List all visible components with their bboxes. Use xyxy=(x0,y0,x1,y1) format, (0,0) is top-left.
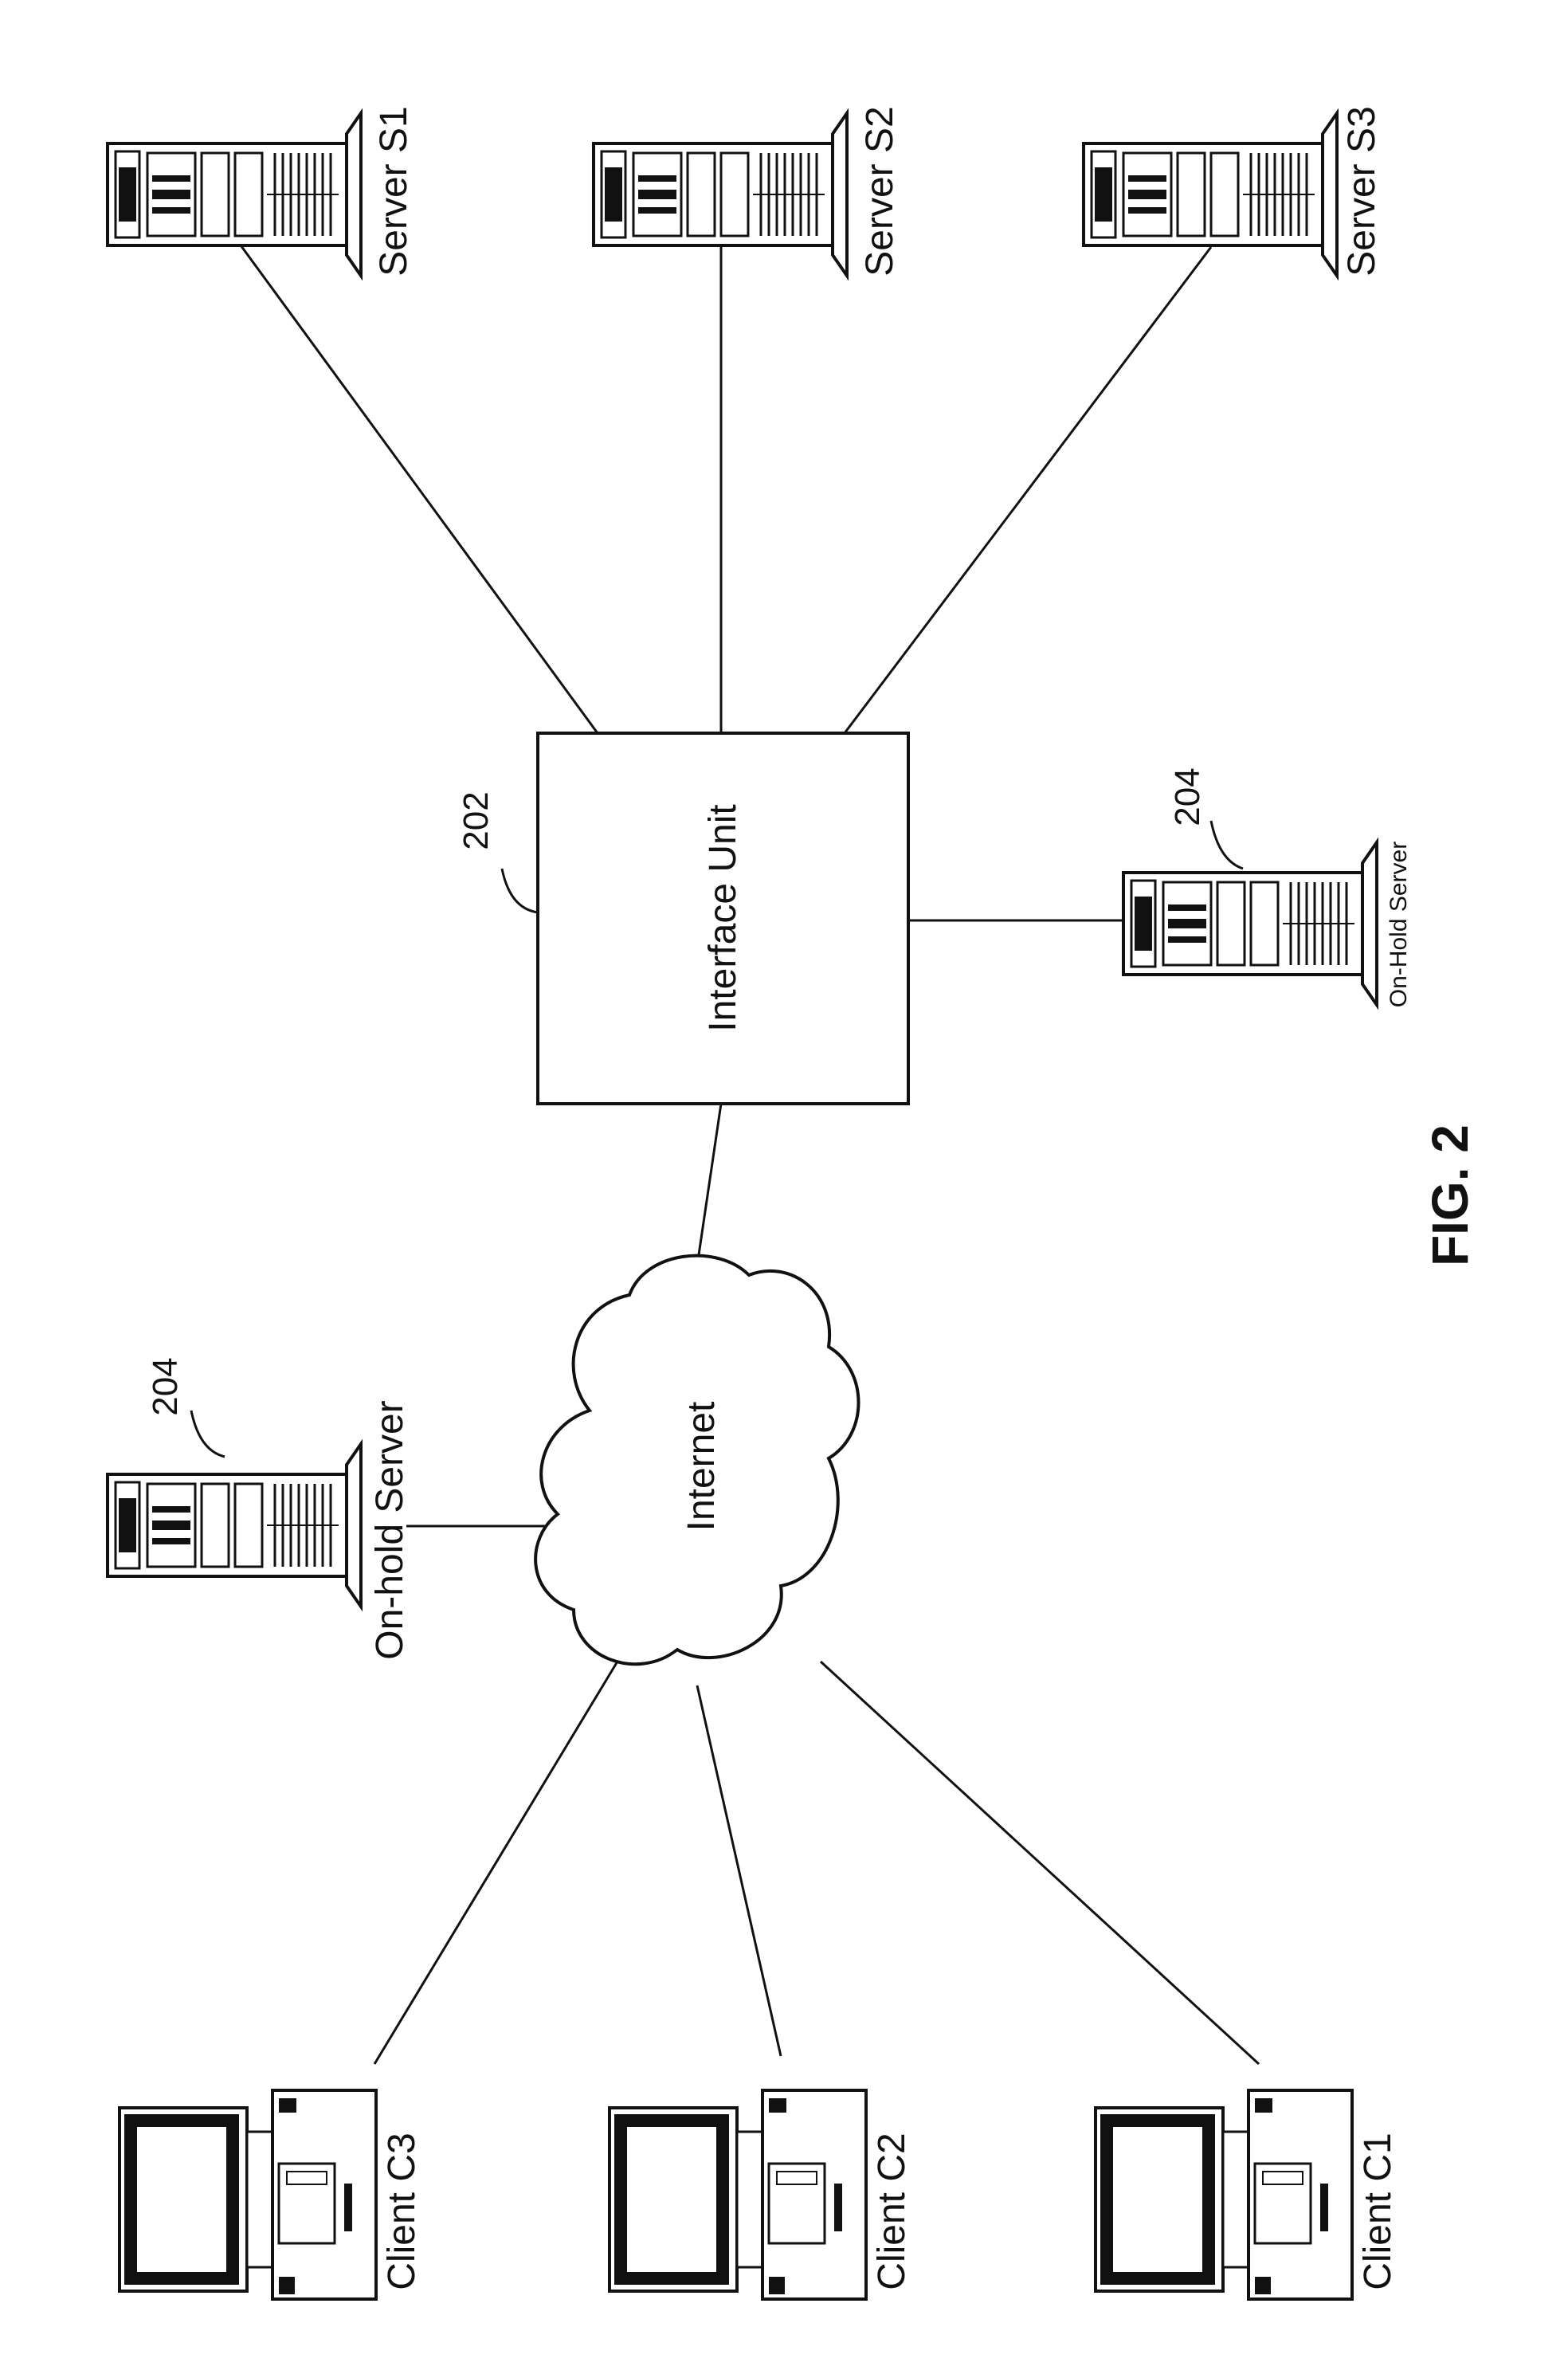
server-icon xyxy=(1123,842,1377,1005)
onhold-server-right: On-Hold Server 204 xyxy=(1123,767,1412,1007)
onhold-server-left-ref-leader xyxy=(191,1411,225,1457)
onhold-server-right-ref: 204 xyxy=(1168,767,1207,826)
computer-icon xyxy=(120,2090,376,2299)
interface-unit-ref: 202 xyxy=(457,791,496,850)
onhold-server-left: On-hold Server 204 xyxy=(108,1357,411,1659)
server-s2-label: Server S2 xyxy=(859,106,901,276)
client-c3-label: Client C3 xyxy=(381,2133,423,2290)
server-s1: Server S1 xyxy=(108,106,415,276)
link-interface-s1 xyxy=(239,243,598,733)
link-internet-c2 xyxy=(697,1685,781,2056)
onhold-server-left-label: On-hold Server xyxy=(369,1400,411,1659)
server-icon xyxy=(108,1444,361,1607)
server-s3-label: Server S3 xyxy=(1341,106,1383,276)
onhold-server-left-ref: 204 xyxy=(146,1357,185,1415)
client-c1: Client C1 xyxy=(1096,2090,1399,2299)
link-internet-c3 xyxy=(374,1642,629,2064)
computer-icon xyxy=(1096,2090,1352,2299)
internet-cloud: Internet xyxy=(535,1256,858,1665)
internet-label: Internet xyxy=(680,1402,723,1532)
client-c2: Client C2 xyxy=(610,2090,913,2299)
server-s1-label: Server S1 xyxy=(373,106,415,276)
interface-unit-label: Interface Unit xyxy=(702,804,744,1031)
interface-unit-ref-leader xyxy=(502,869,538,912)
figure-label: FIG. 2 xyxy=(1421,1124,1479,1266)
interface-unit: Interface Unit 202 xyxy=(457,733,908,1104)
computer-icon xyxy=(610,2090,866,2299)
server-icon xyxy=(1084,113,1337,276)
server-s3: Server S3 xyxy=(1084,106,1383,276)
server-icon xyxy=(108,113,361,276)
client-c1-label: Client C1 xyxy=(1357,2133,1399,2290)
server-s2: Server S2 xyxy=(594,106,901,276)
client-c3: Client C3 xyxy=(120,2090,423,2299)
onhold-server-right-ref-leader xyxy=(1211,821,1243,869)
connection-lines xyxy=(239,243,1259,2064)
link-interface-s3 xyxy=(845,247,1211,733)
link-internet-c1 xyxy=(821,1662,1259,2064)
onhold-server-right-label: On-Hold Server xyxy=(1386,842,1412,1007)
client-c2-label: Client C2 xyxy=(871,2133,913,2290)
